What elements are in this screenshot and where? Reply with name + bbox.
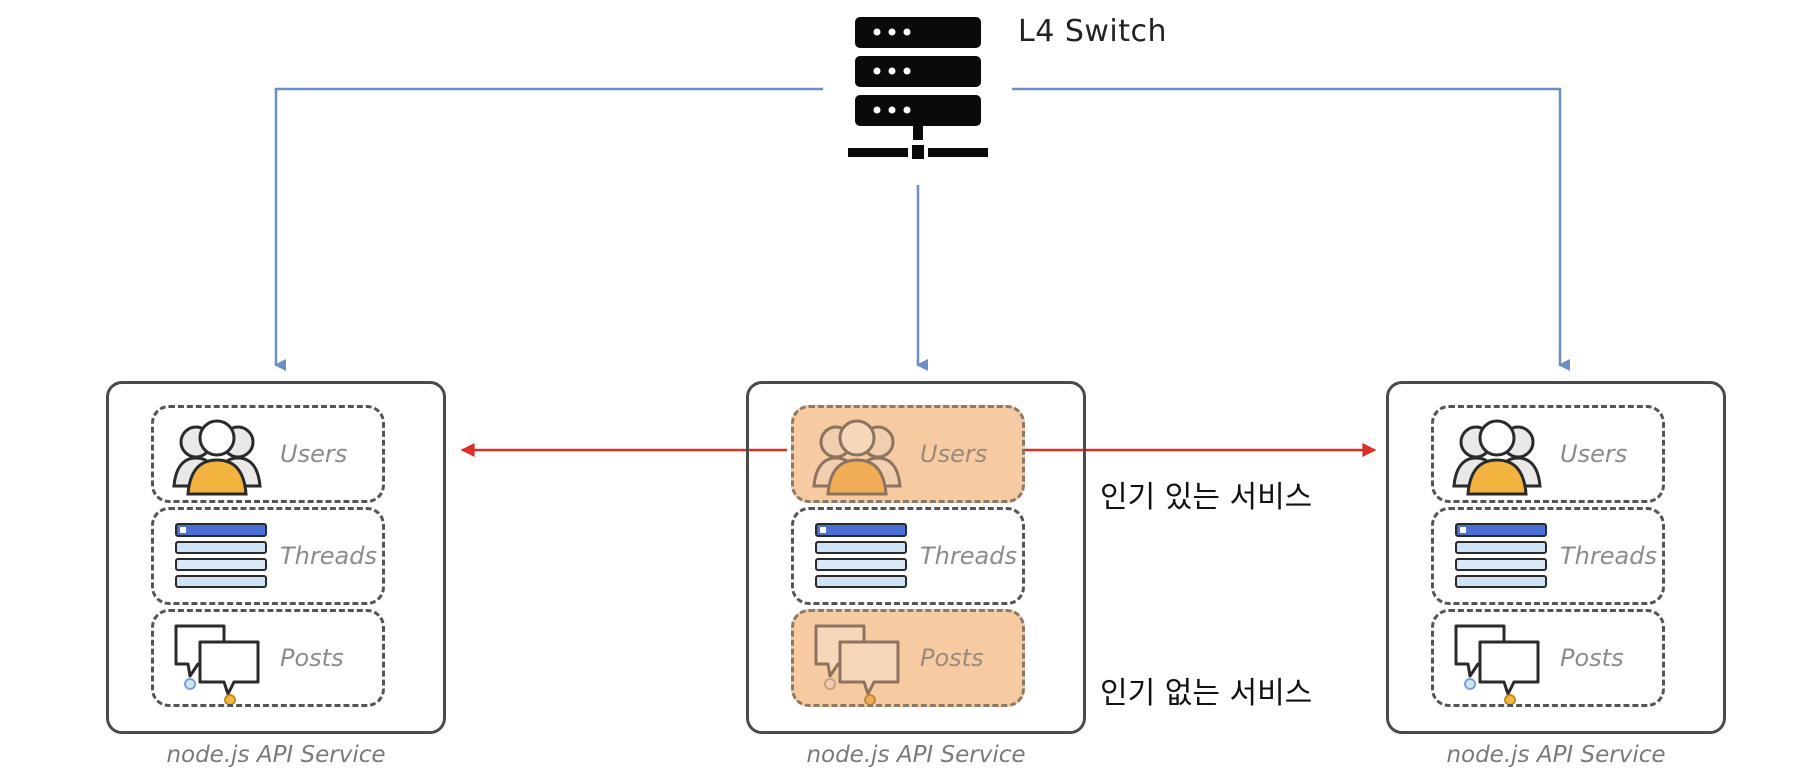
service-caption: node.js API Service xyxy=(806,742,1026,768)
module-users: Users xyxy=(1431,405,1665,503)
service-caption: node.js API Service xyxy=(1446,742,1666,768)
module-posts: Posts xyxy=(151,609,385,707)
connector-switch-to-right-service xyxy=(1012,87,1570,371)
module-users: Users xyxy=(151,405,385,503)
users-group-icon xyxy=(812,419,902,496)
threads-list-icon xyxy=(815,523,907,588)
module-label: Users xyxy=(920,440,988,468)
users-group-icon xyxy=(1452,419,1542,496)
module-threads: Threads xyxy=(1431,507,1665,605)
chat-bubbles-icon xyxy=(814,624,900,704)
module-threads: Threads xyxy=(791,507,1025,605)
popular-service-note: 인기 있는 서비스 xyxy=(1100,480,1313,515)
module-label: Threads xyxy=(1560,542,1657,570)
module-label: Threads xyxy=(280,542,377,570)
module-posts-highlighted: Posts xyxy=(791,609,1025,707)
service-caption: node.js API Service xyxy=(166,742,386,768)
module-label: Users xyxy=(280,440,348,468)
chat-bubbles-icon xyxy=(1454,624,1540,704)
service-box-left: Users Threads Posts xyxy=(106,381,446,734)
module-label: Posts xyxy=(280,644,344,672)
threads-list-icon xyxy=(1455,523,1547,588)
module-label: Threads xyxy=(920,542,1017,570)
module-posts: Posts xyxy=(1431,609,1665,707)
threads-list-icon xyxy=(175,523,267,588)
module-label: Posts xyxy=(1560,644,1624,672)
switch-label: L4 Switch xyxy=(1018,14,1168,49)
unpopular-service-note: 인기 없는 서비스 xyxy=(1100,676,1313,711)
module-users-highlighted: Users xyxy=(791,405,1025,503)
server-rack-icon xyxy=(848,17,988,159)
users-group-icon xyxy=(172,419,262,496)
connector-switch-to-left-service xyxy=(274,87,823,371)
service-box-center: Users Threads Posts xyxy=(746,381,1086,734)
module-label: Posts xyxy=(920,644,984,672)
service-box-right: Users Threads Posts xyxy=(1386,381,1726,734)
module-threads: Threads xyxy=(151,507,385,605)
module-label: Users xyxy=(1560,440,1628,468)
chat-bubbles-icon xyxy=(174,624,260,704)
